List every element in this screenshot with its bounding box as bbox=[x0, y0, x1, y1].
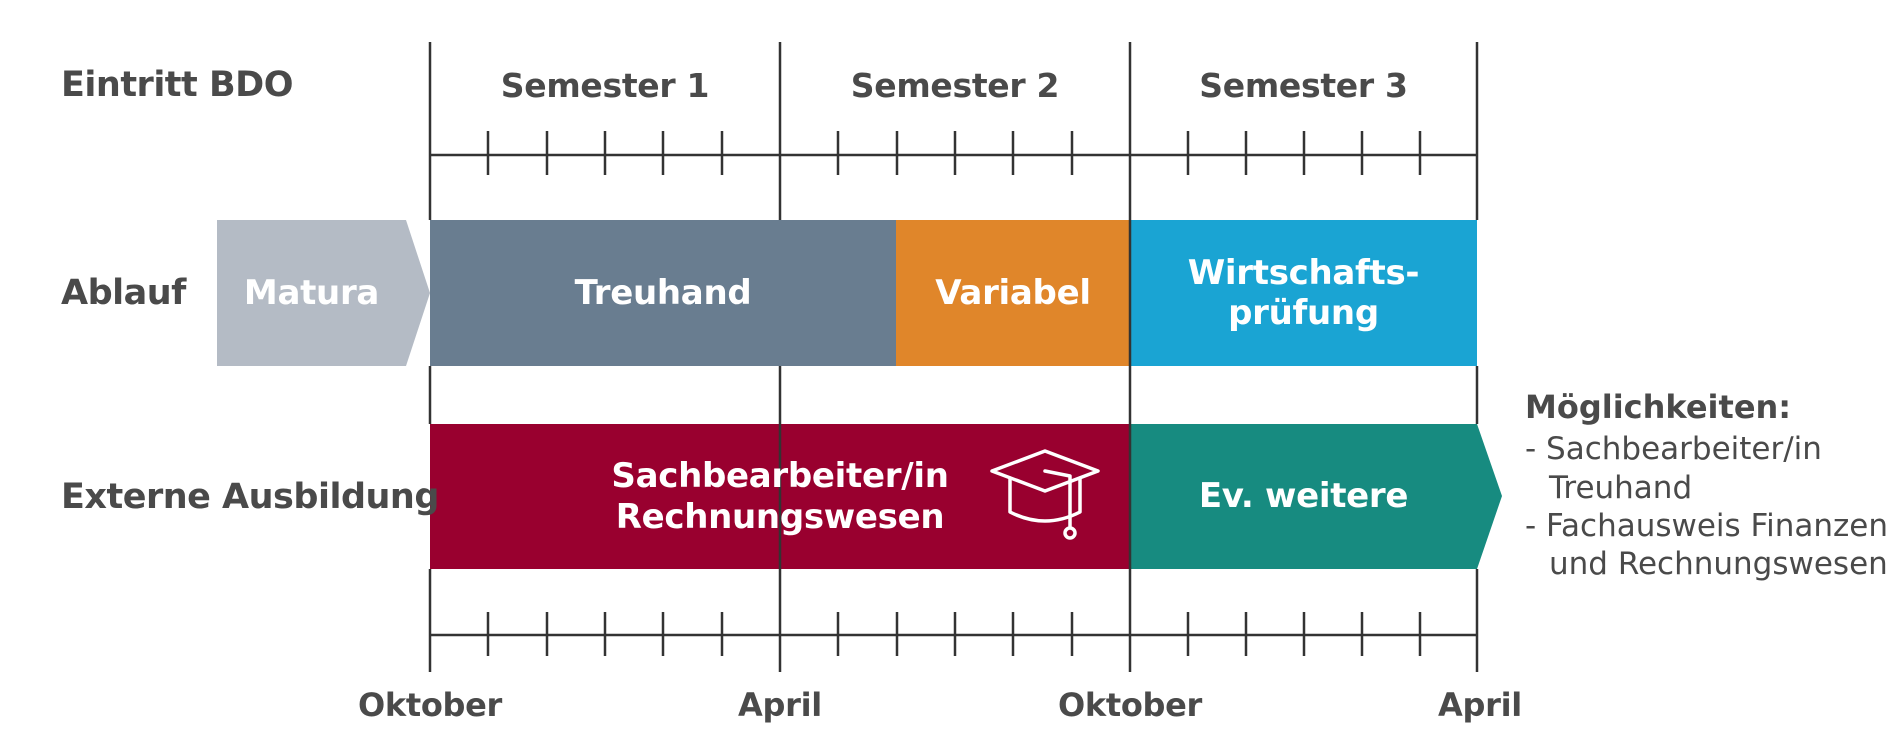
weitere-text: Ev. weitere bbox=[1198, 476, 1409, 517]
month-label-oktober-1: Oktober bbox=[357, 686, 503, 724]
semester-3-header: Semester 3 bbox=[1199, 66, 1408, 105]
month-label-oktober-2: Oktober bbox=[1057, 686, 1203, 724]
variabel-label: Variabel bbox=[896, 220, 1130, 366]
semester-1-header: Semester 1 bbox=[500, 66, 710, 105]
matura-label: Matura bbox=[217, 220, 406, 366]
wirtschaftspruefung-label: Wirtschafts- prüfung bbox=[1130, 220, 1477, 366]
graduation-cap-icon bbox=[990, 449, 1100, 540]
row-label-entry: Eintritt BDO bbox=[61, 65, 293, 105]
vertical-lines bbox=[428, 42, 1479, 672]
sachbearbeiter-line1: Sachbearbeiter/in bbox=[611, 456, 949, 497]
row-label-extern: Externe Ausbildung bbox=[61, 477, 439, 517]
sachbearbeiter-line2: Rechnungswesen bbox=[615, 496, 945, 537]
variabel-bar bbox=[896, 220, 1130, 366]
bottom-ruler bbox=[430, 612, 1477, 656]
wirtschaftspruefung-line2: prüfung bbox=[1228, 293, 1379, 333]
matura-text: Matura bbox=[243, 272, 380, 313]
wirtschaftspruefung-line1: Wirtschafts- bbox=[1187, 252, 1420, 293]
treuhand-label: Treuhand bbox=[430, 220, 896, 366]
option-item: - Fachausweis Finanzen und Rechnungswese… bbox=[1525, 507, 1889, 582]
top-ruler bbox=[430, 131, 1477, 175]
row-label-ablauf: Ablauf bbox=[61, 273, 186, 313]
weitere-label: Ev. weitere bbox=[1130, 424, 1477, 569]
options-panel: Möglichkeiten: - Sachbearbeiter/in Treuh… bbox=[1525, 388, 1895, 583]
sachbearbeiter-label: Sachbearbeiter/in Rechnungswesen bbox=[600, 424, 960, 569]
weitere-arrow bbox=[1130, 424, 1502, 569]
option-item: - Sachbearbeiter/in Treuhand bbox=[1525, 431, 1822, 506]
variabel-text: Variabel bbox=[935, 272, 1091, 313]
options-title: Möglichkeiten: bbox=[1525, 388, 1792, 426]
treuhand-text: Treuhand bbox=[574, 272, 752, 313]
month-label-april-2: April bbox=[1438, 686, 1522, 724]
matura-arrow bbox=[217, 220, 430, 366]
month-label-april-1: April bbox=[738, 686, 822, 724]
semester-2-header: Semester 2 bbox=[850, 66, 1060, 105]
wirtschaftspruefung-bar bbox=[1130, 220, 1477, 366]
treuhand-bar bbox=[430, 220, 896, 366]
